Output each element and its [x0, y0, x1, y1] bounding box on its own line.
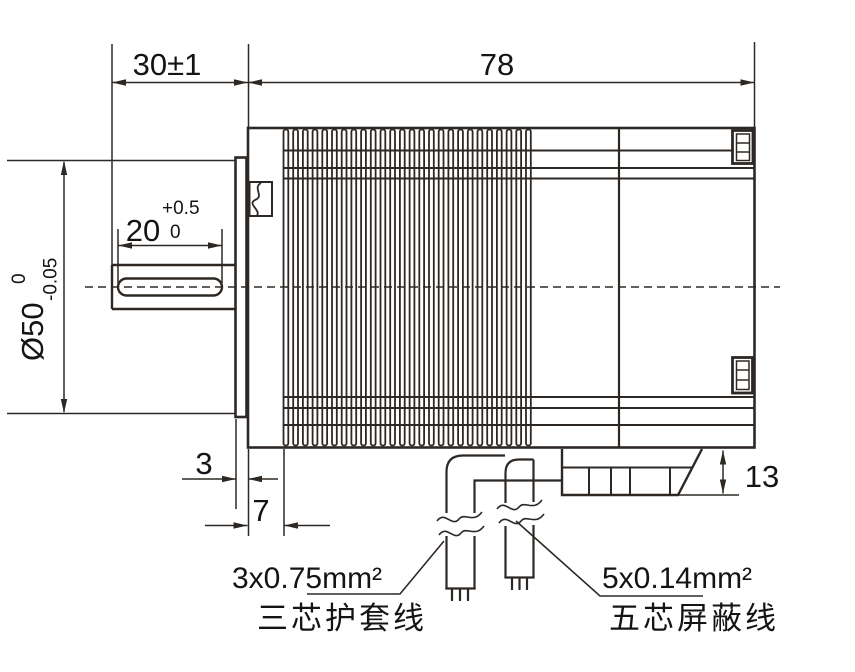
- fin: [447, 128, 455, 447]
- dimension-lines: [7, 42, 756, 536]
- dimension-arrowheads: [60, 79, 755, 529]
- cable5-outer-edge: [504, 458, 534, 503]
- arrowhead: [248, 79, 262, 86]
- housing-outline: [560, 448, 704, 497]
- connector-housing: [560, 448, 704, 497]
- front-notch-detail: [248, 181, 273, 217]
- arrowhead: [118, 242, 132, 249]
- fin: [350, 128, 358, 447]
- arrowhead: [234, 79, 248, 86]
- dim-diameter-tol-upper: 0: [9, 273, 30, 284]
- rear-block-bottom: [731, 356, 754, 395]
- arrowhead: [112, 79, 126, 86]
- arrowhead: [740, 79, 755, 86]
- notch-break-line: [251, 182, 262, 217]
- cable5-wires: [510, 577, 529, 590]
- dim-diameter-label: Ø50: [15, 302, 50, 361]
- cable5-break-line: [496, 499, 543, 511]
- keyway-slot: [116, 277, 224, 297]
- cable5-spec-label: 5x0.14mm²: [602, 562, 752, 595]
- arrowhead: [719, 479, 727, 494]
- fin: [515, 128, 522, 447]
- fin: [457, 128, 464, 447]
- fin: [321, 128, 328, 447]
- dim-diameter-tol-lower: -0.05: [41, 258, 62, 301]
- block-dividers: [736, 142, 750, 153]
- dim-flange-thickness-label: 3: [195, 446, 212, 481]
- rear-block-top: [731, 129, 755, 165]
- motor-body: [246, 126, 756, 449]
- block-inner: [735, 133, 751, 162]
- dim-key-length-label: 20: [126, 213, 160, 248]
- block-inner: [735, 360, 750, 391]
- cable3-spec-label: 3x0.75mm²: [232, 562, 382, 595]
- fin: [408, 128, 416, 447]
- fin: [311, 128, 319, 447]
- block-outline: [731, 129, 755, 165]
- fin: [331, 128, 338, 447]
- cable-5core: [496, 458, 545, 590]
- cable3-leader-line: [307, 540, 445, 595]
- fin: [360, 128, 367, 447]
- arrowhead: [60, 399, 68, 413]
- cable5-break-line: [498, 513, 545, 525]
- dim-pilot-depth-label: 7: [252, 493, 269, 528]
- arrowhead: [233, 522, 248, 529]
- notch-box: [248, 181, 273, 217]
- body-outline: [246, 126, 756, 449]
- fin: [466, 128, 474, 447]
- cable3-break-line: [438, 525, 485, 537]
- arrowhead: [60, 161, 68, 175]
- block-dividers: [736, 369, 749, 381]
- fin: [495, 128, 503, 447]
- dim-connector-height-label: 13: [745, 459, 779, 494]
- fin: [282, 128, 290, 447]
- fin: [486, 128, 493, 447]
- fin: [398, 128, 406, 447]
- dim-shaft-length-label: 30±1: [133, 47, 202, 82]
- fin: [437, 128, 445, 447]
- dim-key-tol-lower: 0: [170, 222, 181, 243]
- cable-3core: [436, 454, 562, 601]
- cable3-name-label: 三芯护套线: [257, 601, 427, 636]
- fin: [525, 128, 532, 447]
- cable3-outer-edge: [445, 454, 505, 513]
- arrowhead: [222, 475, 236, 483]
- arrowhead: [719, 450, 727, 465]
- extension-line: [117, 229, 223, 283]
- fin: [369, 128, 377, 447]
- output-shaft: [110, 263, 236, 311]
- cable5-leader-line: [515, 520, 703, 597]
- housing-dividers: [588, 467, 671, 495]
- dim-body-length-label: 78: [480, 47, 514, 82]
- arrowhead: [208, 242, 222, 249]
- cable3-wires: [450, 588, 470, 601]
- fin: [418, 128, 425, 447]
- fin: [428, 128, 435, 447]
- fin: [292, 128, 299, 447]
- cable3-break-line: [436, 511, 483, 523]
- cable5-name-label: 五芯屏蔽线: [609, 601, 779, 636]
- arrowhead: [284, 522, 298, 529]
- fin: [476, 128, 484, 447]
- fin: [505, 128, 513, 447]
- cooling-fins: [282, 128, 532, 447]
- fin: [301, 128, 309, 447]
- arrowhead: [248, 475, 262, 483]
- block-outline: [731, 356, 754, 395]
- dim-key-tol-upper: +0.5: [162, 198, 200, 219]
- mounting-flange: [234, 156, 248, 419]
- fin: [389, 128, 396, 447]
- fin: [379, 128, 387, 447]
- fin: [340, 128, 348, 447]
